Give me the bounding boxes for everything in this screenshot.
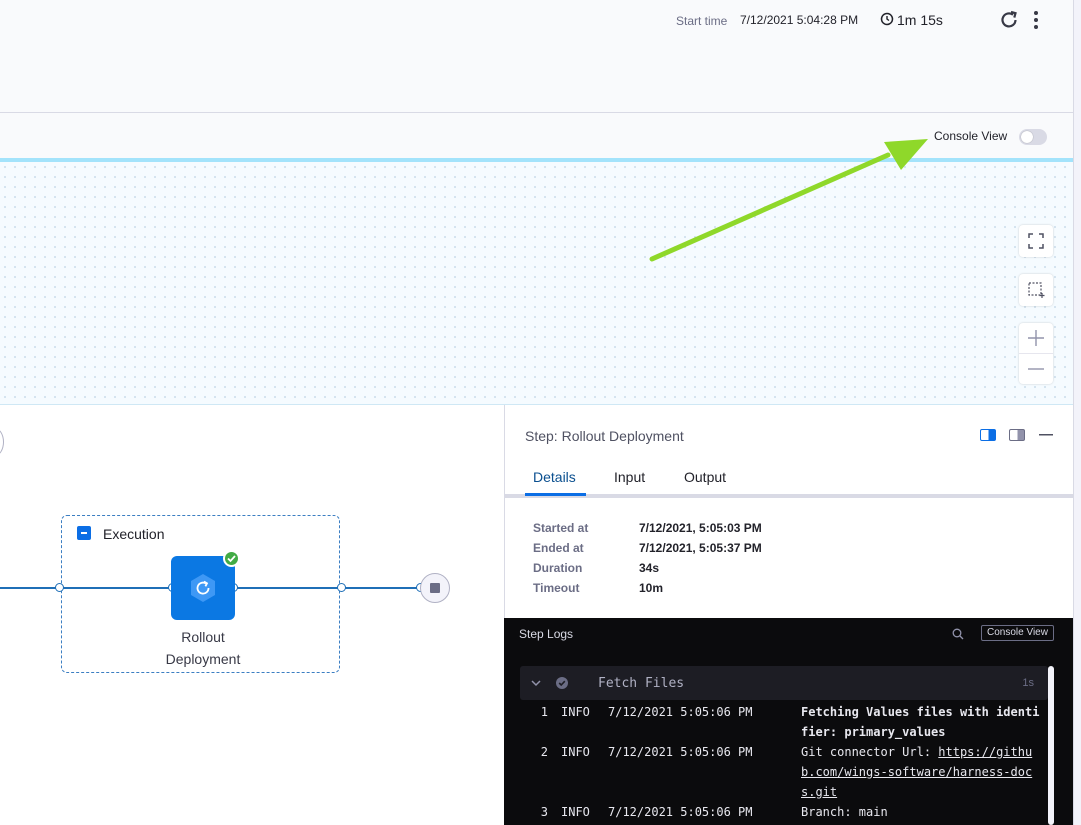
fullscreen-icon: [1028, 233, 1044, 249]
console-view-label: Console View: [934, 129, 1007, 143]
step-details-panel: Step: Rollout Deployment Details Input O…: [504, 405, 1073, 618]
rolling-deploy-icon: [171, 556, 235, 620]
start-time-value: 7/12/2021 5:04:28 PM: [740, 13, 858, 27]
view-toolbar: Console View: [0, 113, 1073, 159]
more-options-icon[interactable]: [1028, 9, 1044, 31]
chevron-down-icon[interactable]: [530, 677, 542, 689]
zoom-out-button[interactable]: [1019, 354, 1053, 384]
tab-details[interactable]: Details: [533, 469, 576, 485]
collapse-stage-icon[interactable]: [77, 526, 91, 540]
right-scroll-rail: [1073, 0, 1081, 825]
pipeline-canvas-background: [0, 162, 1073, 405]
pipeline-connector: [235, 587, 420, 589]
fit-to-screen-button[interactable]: [1019, 274, 1053, 306]
search-icon[interactable]: [952, 628, 964, 640]
connector-port: [337, 583, 346, 592]
stage-title: Execution: [103, 526, 164, 542]
pipeline-connector: [0, 587, 59, 589]
execution-header: Start time 7/12/2021 5:04:28 PM 1m 15s: [0, 0, 1073, 113]
tabs-divider: [505, 494, 1074, 498]
pipeline-end-node: [420, 573, 450, 603]
log-section-name: Fetch Files: [598, 676, 684, 691]
step-logs-title: Step Logs: [519, 627, 573, 641]
clock-icon: [880, 12, 894, 26]
duration-value: 1m 15s: [897, 12, 943, 28]
step-details-title: Step: Rollout Deployment: [525, 428, 684, 444]
plus-icon: [1027, 329, 1045, 347]
fullscreen-button[interactable]: [1019, 225, 1053, 257]
success-check-icon: [223, 550, 240, 567]
logs-scrollbar[interactable]: [1048, 666, 1054, 825]
split-bottom-layout-icon[interactable]: [1009, 429, 1025, 441]
meta-started-at: Started at7/12/2021, 5:05:03 PM: [533, 521, 762, 535]
tab-input[interactable]: Input: [614, 469, 645, 485]
log-section-fetch-files[interactable]: Fetch Files 1s: [520, 666, 1048, 700]
step-label: Rollout Deployment: [140, 626, 266, 670]
start-time-label: Start time: [676, 14, 727, 28]
pipeline-connector: [63, 587, 173, 589]
log-section-time: 1s: [1022, 677, 1034, 689]
meta-timeout: Timeout10m: [533, 581, 663, 595]
minimize-icon[interactable]: [1039, 434, 1053, 436]
tab-output[interactable]: Output: [684, 469, 726, 485]
step-label-line1: Rollout: [140, 626, 266, 648]
meta-duration: Duration34s: [533, 561, 659, 575]
console-view-toggle[interactable]: [1019, 129, 1047, 145]
step-logs-panel: Step Logs Console View Fetch Files 1s 1 …: [504, 618, 1073, 825]
split-right-layout-icon[interactable]: [980, 429, 996, 441]
rollout-deployment-step[interactable]: [171, 556, 235, 620]
meta-ended-at: Ended at7/12/2021, 5:05:37 PM: [533, 541, 762, 555]
section-success-icon: [556, 677, 568, 689]
console-view-button[interactable]: Console View: [981, 625, 1054, 641]
zoom-in-button[interactable]: [1019, 323, 1053, 353]
toggle-knob: [1021, 131, 1033, 143]
refresh-icon[interactable]: [998, 9, 1020, 31]
select-area-icon: [1027, 281, 1045, 299]
active-tab-indicator: [525, 493, 586, 496]
zoom-controls: [1019, 323, 1053, 384]
step-label-line2: Deployment: [140, 648, 266, 670]
minus-icon: [1027, 360, 1045, 378]
connector-port: [55, 583, 64, 592]
